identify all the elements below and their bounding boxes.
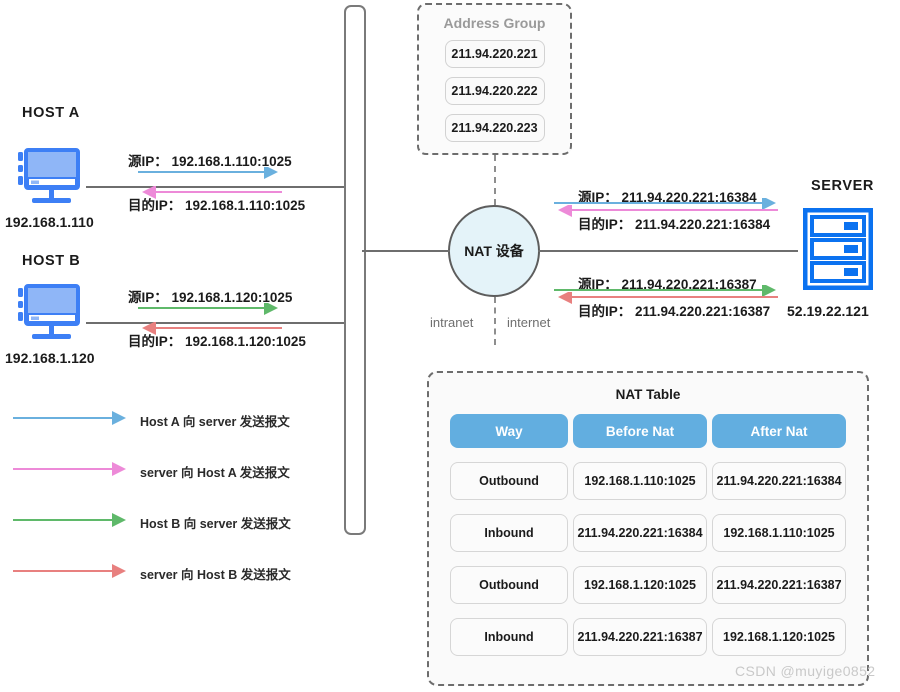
wan-flow-a-inbound-arrow	[558, 205, 778, 217]
nat-table-cell-after: 192.168.1.110:1025	[712, 514, 846, 552]
host-a-src-label: 源IP： 192.168.1.110:1025	[128, 154, 292, 169]
nat-table-cell-way: Inbound	[450, 514, 568, 552]
nat-table-cell-way: Outbound	[450, 462, 568, 500]
zone-divider	[494, 297, 496, 345]
wan-flow-b-src-label: 源IP： 211.94.220.221:16387	[578, 277, 757, 292]
legend-label-host-b-out: Host B 向 server 发送报文	[140, 517, 291, 531]
legend-swatch-host-a-out	[13, 411, 126, 425]
host-b-title: HOST B	[22, 253, 81, 269]
wan-flow-a-dst-label: 目的IP： 211.94.220.221:16384	[578, 217, 771, 232]
wan-flow-b-dst-label: 目的IP： 211.94.220.221:16387	[578, 304, 771, 319]
nat-table-cell-way: Outbound	[450, 566, 568, 604]
address-pill: 211.94.220.223	[444, 114, 545, 142]
host-a-dst-label: 目的IP： 192.168.1.110:1025	[128, 198, 306, 213]
host-b-src-label: 源IP： 192.168.1.120:1025	[128, 290, 293, 305]
wan-flow-a-src-label: 源IP： 211.94.220.221:16384	[578, 190, 757, 205]
nat-table-cell-way: Inbound	[450, 618, 568, 656]
address-group-box: Address Group 211.94.220.221 211.94.220.…	[417, 3, 572, 155]
host-a-inbound-arrow	[142, 186, 282, 199]
wan-flow-a-outbound-arrow	[554, 198, 776, 210]
nat-table-grid: Way Before Nat After Nat Outbound 192.16…	[450, 414, 846, 656]
host-a-outbound-arrow	[138, 167, 278, 179]
legend-label-server-to-b: server 向 Host B 发送报文	[140, 568, 291, 582]
nat-table-header-way: Way	[450, 414, 568, 448]
host-a-ip: 192.168.1.110	[5, 214, 94, 230]
host-a-computer-icon	[15, 148, 87, 215]
switch-to-nat-wire	[362, 250, 450, 252]
host-a-wire	[86, 186, 344, 188]
nat-table-cell-after: 211.94.220.221:16387	[712, 566, 846, 604]
server-ip: 52.19.22.121	[787, 303, 869, 319]
legend-swatch-server-to-a	[13, 462, 126, 476]
host-b-ip: 192.168.1.120	[5, 350, 95, 366]
host-b-outbound-arrow	[138, 303, 278, 315]
address-group-title: Address Group	[443, 15, 546, 31]
nat-table-cell-after: 192.168.1.120:1025	[712, 618, 846, 656]
nat-table-cell-after: 211.94.220.221:16384	[712, 462, 846, 500]
nat-to-server-wire	[538, 250, 798, 252]
legend-label-host-a-out: Host A 向 server 发送报文	[140, 415, 290, 429]
address-pill: 211.94.220.222	[444, 77, 545, 105]
nat-table-cell-before: 211.94.220.221:16384	[573, 514, 707, 552]
server-rack-icon	[802, 207, 874, 295]
host-a-title: HOST A	[22, 105, 80, 121]
nat-device: NAT 设备	[448, 205, 540, 297]
host-b-computer-icon	[15, 284, 87, 351]
zone-label-internet: internet	[507, 315, 551, 330]
legend-label-server-to-a: server 向 Host A 发送报文	[140, 466, 290, 480]
host-b-dst-label: 目的IP： 192.168.1.120:1025	[128, 334, 306, 349]
legend-swatch-host-b-out	[13, 513, 126, 527]
zone-label-intranet: intranet	[430, 315, 474, 330]
nat-table-cell-before: 192.168.1.110:1025	[573, 462, 707, 500]
host-b-inbound-arrow	[142, 322, 282, 335]
nat-table-cell-before: 192.168.1.120:1025	[573, 566, 707, 604]
address-pill: 211.94.220.221	[444, 40, 545, 68]
nat-table-cell-before: 211.94.220.221:16387	[573, 618, 707, 656]
legend-swatch-server-to-b	[13, 564, 126, 578]
wan-flow-b-inbound-arrow	[558, 292, 778, 304]
nat-table-header-after-nat: After Nat	[712, 414, 846, 448]
watermark: CSDN @muyige0852	[735, 663, 876, 679]
nat-table-header-before-nat: Before Nat	[573, 414, 707, 448]
address-group-connector	[494, 155, 496, 205]
nat-table-box: NAT Table Way Before Nat After Nat Outbo…	[427, 371, 869, 686]
switch-bar	[344, 5, 366, 535]
host-b-wire	[86, 322, 344, 324]
nat-table-title: NAT Table	[615, 387, 681, 402]
wan-flow-b-outbound-arrow	[554, 285, 776, 297]
server-title: SERVER	[811, 178, 874, 194]
